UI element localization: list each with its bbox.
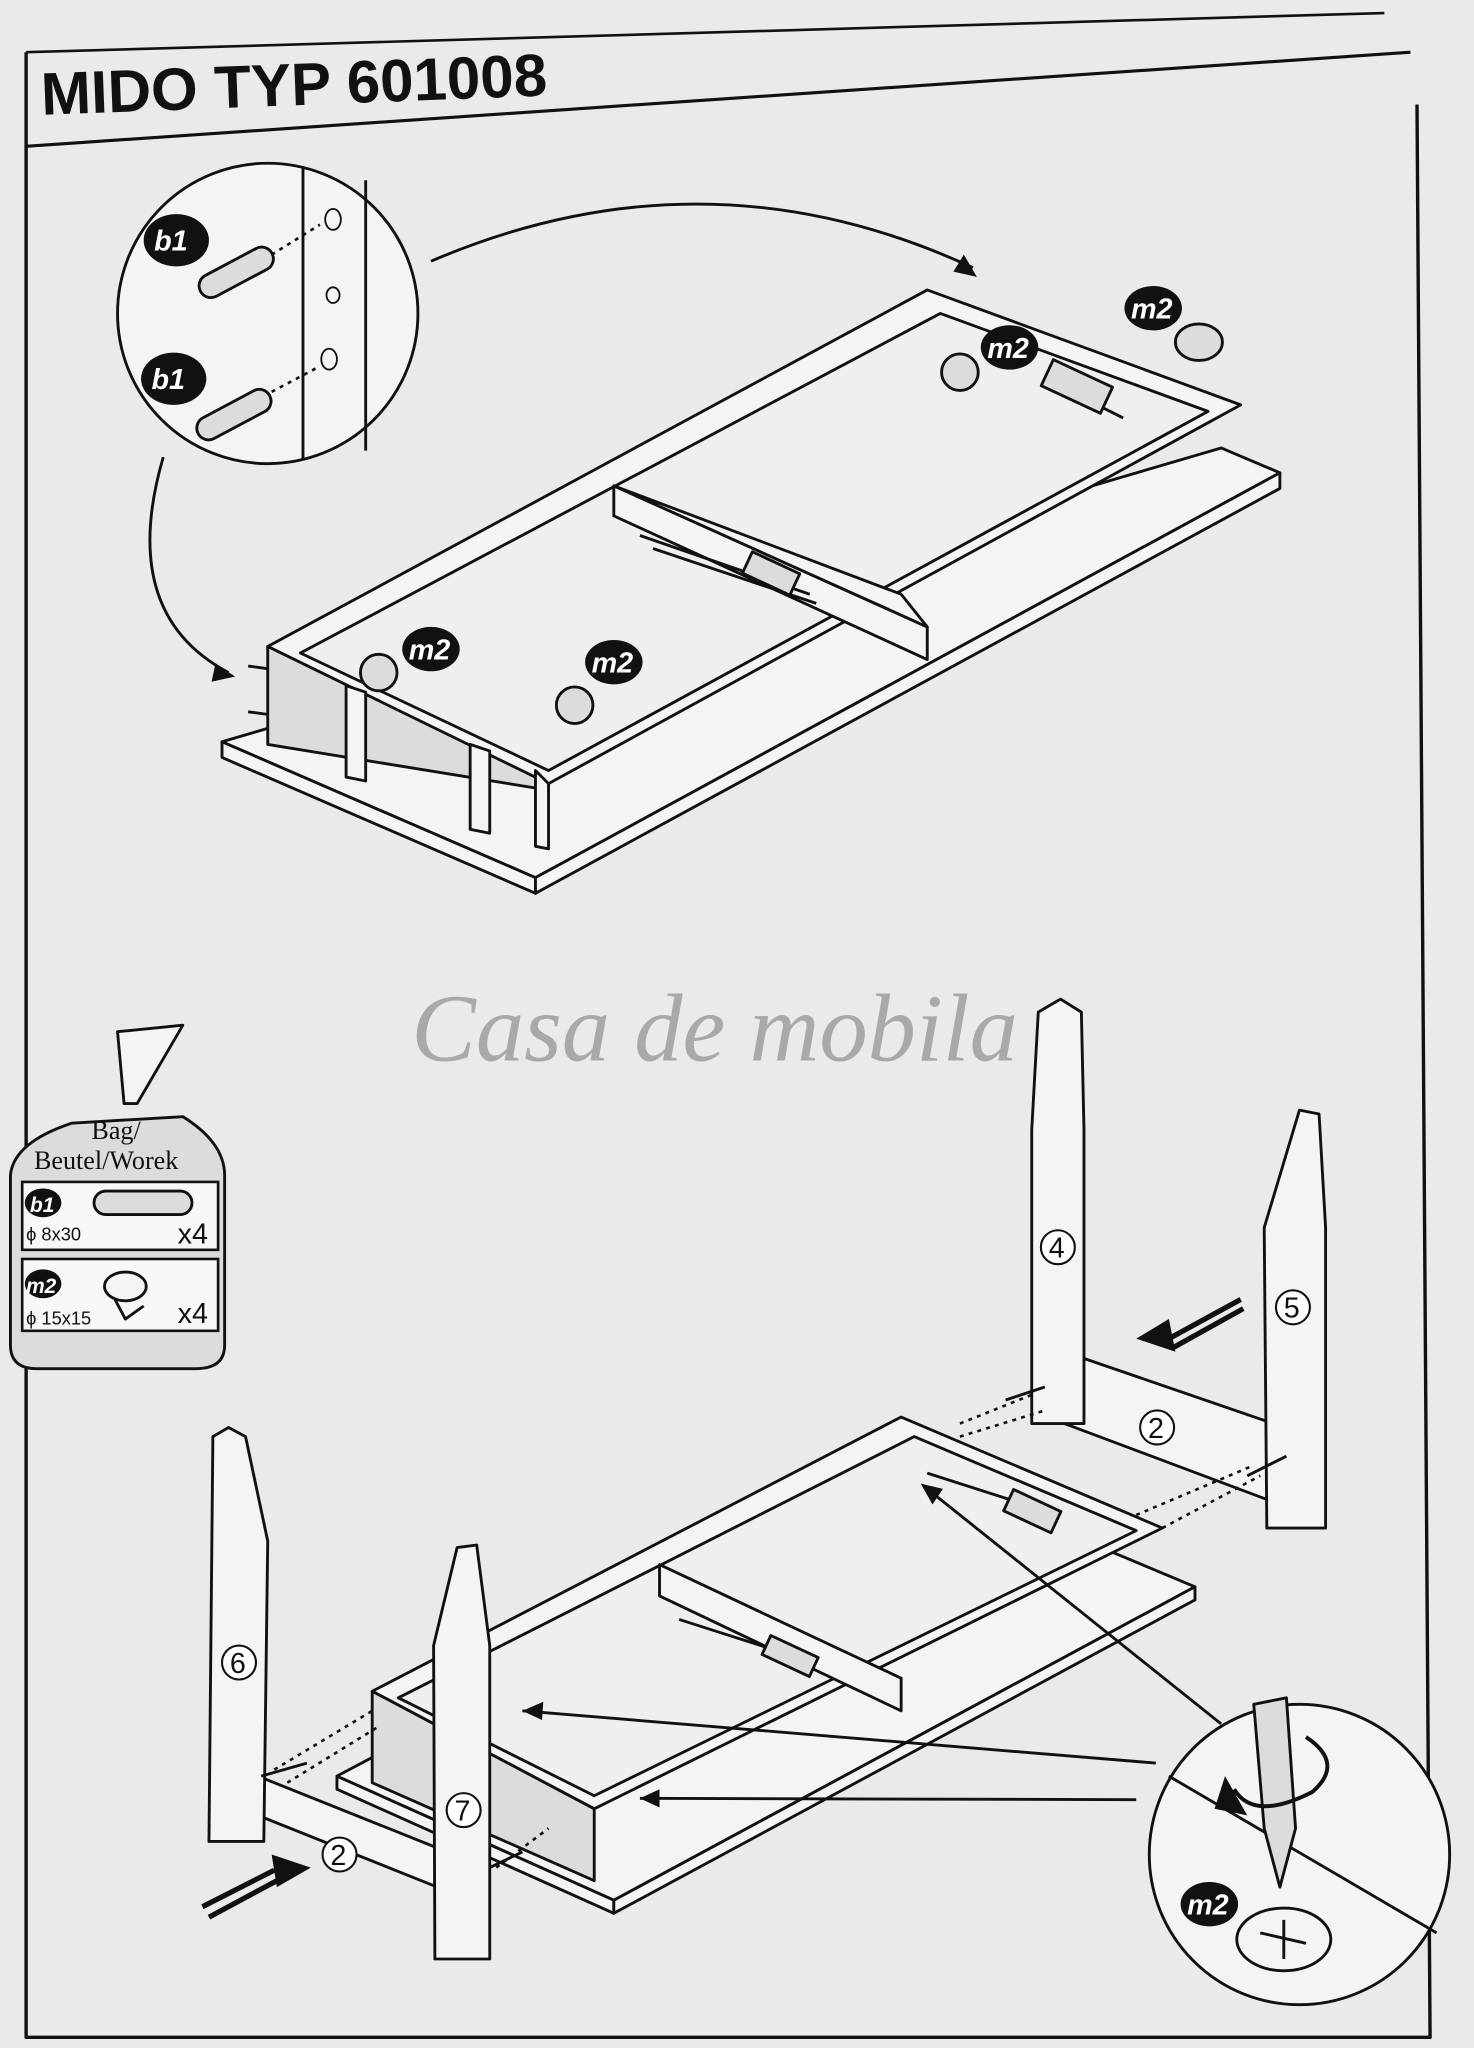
svg-text:m2: m2 — [1187, 1890, 1229, 1922]
part-number-5: 5 — [1274, 1289, 1311, 1326]
bag-label: Bag/ — [91, 1116, 141, 1145]
svg-text:2: 2 — [1148, 1413, 1164, 1445]
svg-text:m2: m2 — [409, 635, 451, 667]
part-code-badge: b1 — [24, 1188, 62, 1218]
badge-b1: b1 — [143, 214, 209, 267]
hardware-bag: Bag/ Beutel/Worek b1 ϕ 8x30 x4 m2 ϕ 15x1… — [9, 1023, 227, 1371]
part-number-2: 2 — [321, 1836, 358, 1873]
dowel-detail-circle — [116, 161, 420, 466]
watermark: Casa de mobila — [411, 974, 1018, 1081]
dowel-icon — [195, 245, 275, 442]
cam-lock-icon — [554, 685, 595, 725]
arrow-icon — [1136, 1319, 1176, 1352]
bag-label: Beutel/Worek — [34, 1146, 179, 1175]
step1-diagram: b1 b1 — [116, 161, 1282, 895]
leg-4 — [1030, 997, 1086, 1425]
svg-text:7: 7 — [454, 1796, 470, 1828]
part-dimension: ϕ 8x30 — [26, 1224, 81, 1245]
cam-lock-icon — [103, 1270, 148, 1303]
badge-m2: m2 — [980, 325, 1039, 370]
svg-text:6: 6 — [230, 1648, 246, 1680]
leg-6 — [207, 1426, 270, 1843]
cam-lock-icon — [940, 352, 980, 392]
svg-text:5: 5 — [1284, 1293, 1300, 1325]
svg-text:4: 4 — [1049, 1233, 1065, 1265]
badge-m2: m2 — [402, 626, 460, 672]
svg-text:m2: m2 — [1131, 294, 1173, 326]
arrow-curve — [148, 456, 230, 674]
part-quantity: x4 — [178, 1218, 208, 1250]
badge-m2: m2 — [1180, 1881, 1239, 1927]
svg-text:b1: b1 — [154, 226, 188, 258]
svg-text:b1: b1 — [30, 1194, 54, 1217]
part-dimension: ϕ 15x15 — [26, 1307, 91, 1328]
badge-b1: b1 — [141, 352, 207, 405]
badge-m2: m2 — [1124, 286, 1182, 331]
leg-7 — [432, 1543, 492, 1961]
svg-text:b1: b1 — [151, 364, 185, 396]
part-number-6: 6 — [220, 1644, 258, 1681]
cam-lock-icon — [359, 652, 399, 693]
part-quantity: x4 — [178, 1298, 208, 1330]
cam-lock-icon — [1173, 322, 1224, 362]
svg-text:2: 2 — [330, 1840, 346, 1872]
svg-text:m2: m2 — [987, 333, 1029, 365]
svg-text:m2: m2 — [592, 648, 634, 680]
badge-m2: m2 — [585, 639, 643, 685]
arrow-icon — [271, 1854, 311, 1888]
part-number-4: 4 — [1039, 1229, 1076, 1266]
dowel-icon — [92, 1189, 194, 1217]
step2-diagram: 4 5 6 7 2 2 m2 — [201, 997, 1452, 2007]
header-divider — [26, 50, 1411, 148]
part-code-badge: m2 — [24, 1269, 62, 1299]
page-border — [24, 52, 1432, 2040]
svg-text:m2: m2 — [26, 1275, 57, 1298]
part-number-7: 7 — [445, 1792, 482, 1829]
part-number-2: 2 — [1139, 1409, 1176, 1446]
arrow-curve — [430, 202, 974, 270]
